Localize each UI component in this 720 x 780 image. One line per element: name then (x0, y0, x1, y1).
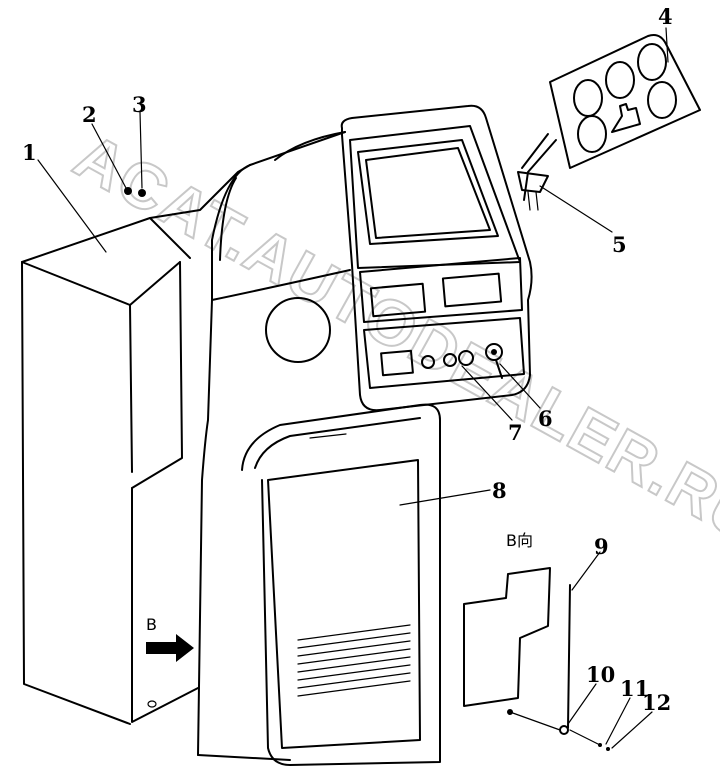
vent-grille (297, 624, 411, 697)
callout-8: 8 (492, 478, 507, 503)
view-b-arrow (146, 634, 194, 662)
watermark: ACAT.AUTODEALER.RU (63, 119, 720, 557)
b-view-plate (463, 567, 561, 731)
callout-5: 5 (612, 232, 627, 257)
gauge-window-right (441, 272, 503, 308)
callout-2: 2 (82, 102, 97, 127)
bracket-part-5 (517, 171, 549, 211)
callout-1: 1 (22, 140, 37, 165)
callout-6: 6 (538, 406, 553, 431)
lower-panel-part-8 (241, 403, 441, 766)
callout-11: 11 (620, 676, 649, 701)
ignition-key-part-6 (485, 343, 503, 379)
screw-part-2 (124, 187, 132, 195)
view-b-title: B向 (506, 531, 533, 550)
callout-3: 3 (132, 92, 147, 117)
callout-10: 10 (586, 662, 615, 687)
rod-part-9 (559, 584, 610, 751)
toggle-switches-part-7 (421, 350, 474, 369)
callout-4: 4 (658, 4, 673, 29)
leader-lines (37, 27, 669, 749)
console-body (197, 131, 351, 761)
warning-icon (611, 103, 641, 133)
gauge-window-left (369, 282, 427, 318)
switch-panel-window (380, 349, 414, 377)
gauge-cluster-part-4 (521, 34, 701, 201)
instrument-pod (340, 104, 533, 412)
view-b-label: B (146, 615, 157, 634)
bolt-part-3 (138, 189, 146, 197)
display-screen (357, 139, 499, 245)
round-opening-icon (265, 297, 331, 363)
callout-7: 7 (508, 420, 523, 445)
callout-12: 12 (642, 690, 671, 715)
callout-9: 9 (594, 534, 609, 559)
